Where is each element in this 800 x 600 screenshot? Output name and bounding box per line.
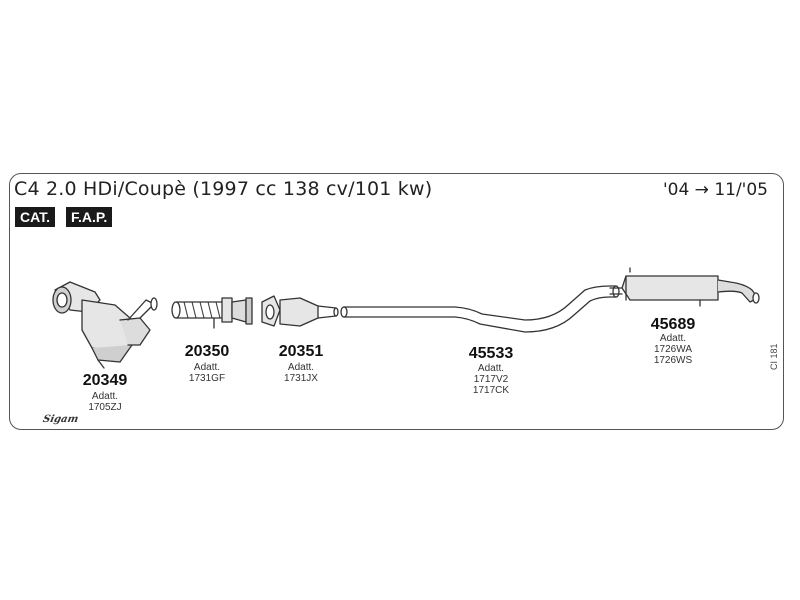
part-number: 45533 [468,345,514,362]
part-20349-shape [52,281,158,369]
part-20351-shape [261,295,339,327]
part-code: 1731JX [284,373,318,384]
diagram-code: CI 181 [769,343,779,370]
part-number: 20349 [82,372,128,389]
part-label: Adatt. [287,362,315,373]
badge-fap: F.A.P. [66,207,113,227]
diagram-panel [9,173,784,430]
part-code: 1731GF [188,373,226,384]
part-label: Adatt. [193,362,221,373]
part-label: Adatt. [659,333,687,344]
part-code: 1726WS [653,355,693,366]
part-45689-shape [609,267,760,307]
part-45533-shape [340,285,620,333]
part-label: Adatt. [91,391,119,402]
date-range: '04 → 11/'05 [662,180,768,200]
part-number: 20351 [278,343,324,360]
part-code: 1717CK [472,385,510,396]
part-code: 1726WA [654,344,692,355]
part-code: 1705ZJ [88,402,122,413]
part-20350-shape [171,297,253,329]
diagram-title: C4 2.0 HDi/Coupè (1997 cc 138 cv/101 kw) [14,178,433,200]
part-code: 1717V2 [473,374,509,385]
part-number: 45689 [650,316,696,333]
part-number: 20350 [184,343,230,360]
badge-cat: CAT. [15,207,56,227]
brand-logo: Sigam [41,414,80,425]
part-label: Adatt. [477,363,505,374]
